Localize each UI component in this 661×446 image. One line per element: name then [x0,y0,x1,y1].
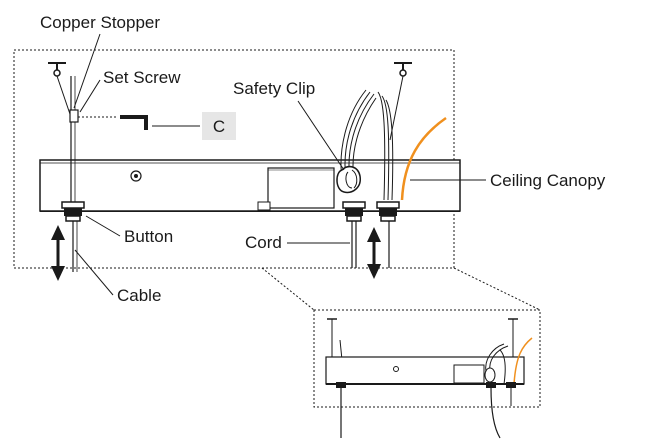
driver-box [257,167,335,211]
left-button-gland [61,201,85,222]
safety-clip [336,165,361,194]
tool-c-box [202,112,236,140]
right-ceiling-anchor [394,62,412,77]
set-screw-label: Set Screw [103,68,181,87]
detail-frame [13,49,455,269]
right-wires [377,91,394,201]
tool-c-label: C [213,117,225,136]
overview-figure [313,309,541,439]
overview-cord [490,387,501,439]
orange-cord [400,116,447,201]
zoom-line-right [453,267,541,311]
right-gland [376,201,400,222]
copper-stopper-label: Copper Stopper [40,13,160,32]
cable-label: Cable [117,286,161,305]
center-adjust-arrow-icon [367,227,381,279]
left-ceiling-anchor [48,62,66,77]
button-leader [85,215,121,237]
canopy-screw [130,170,142,182]
copper-stopper [69,109,79,123]
set-screw-leader [79,79,101,113]
safety-clip-label: Safety Clip [233,79,315,98]
overview-frame [313,309,541,408]
hex-key-tool [120,115,148,130]
left-adjust-arrow-icon [51,225,65,281]
cable-leader [74,249,114,296]
cord-label: Cord [245,233,282,252]
ceiling-canopy-label: Ceiling Canopy [490,171,606,190]
copper-stopper-leader [73,33,101,109]
safety-clip-leader [297,100,345,171]
center-gland [342,201,366,222]
button-label: Button [124,227,173,246]
zoom-line-left [261,267,315,311]
